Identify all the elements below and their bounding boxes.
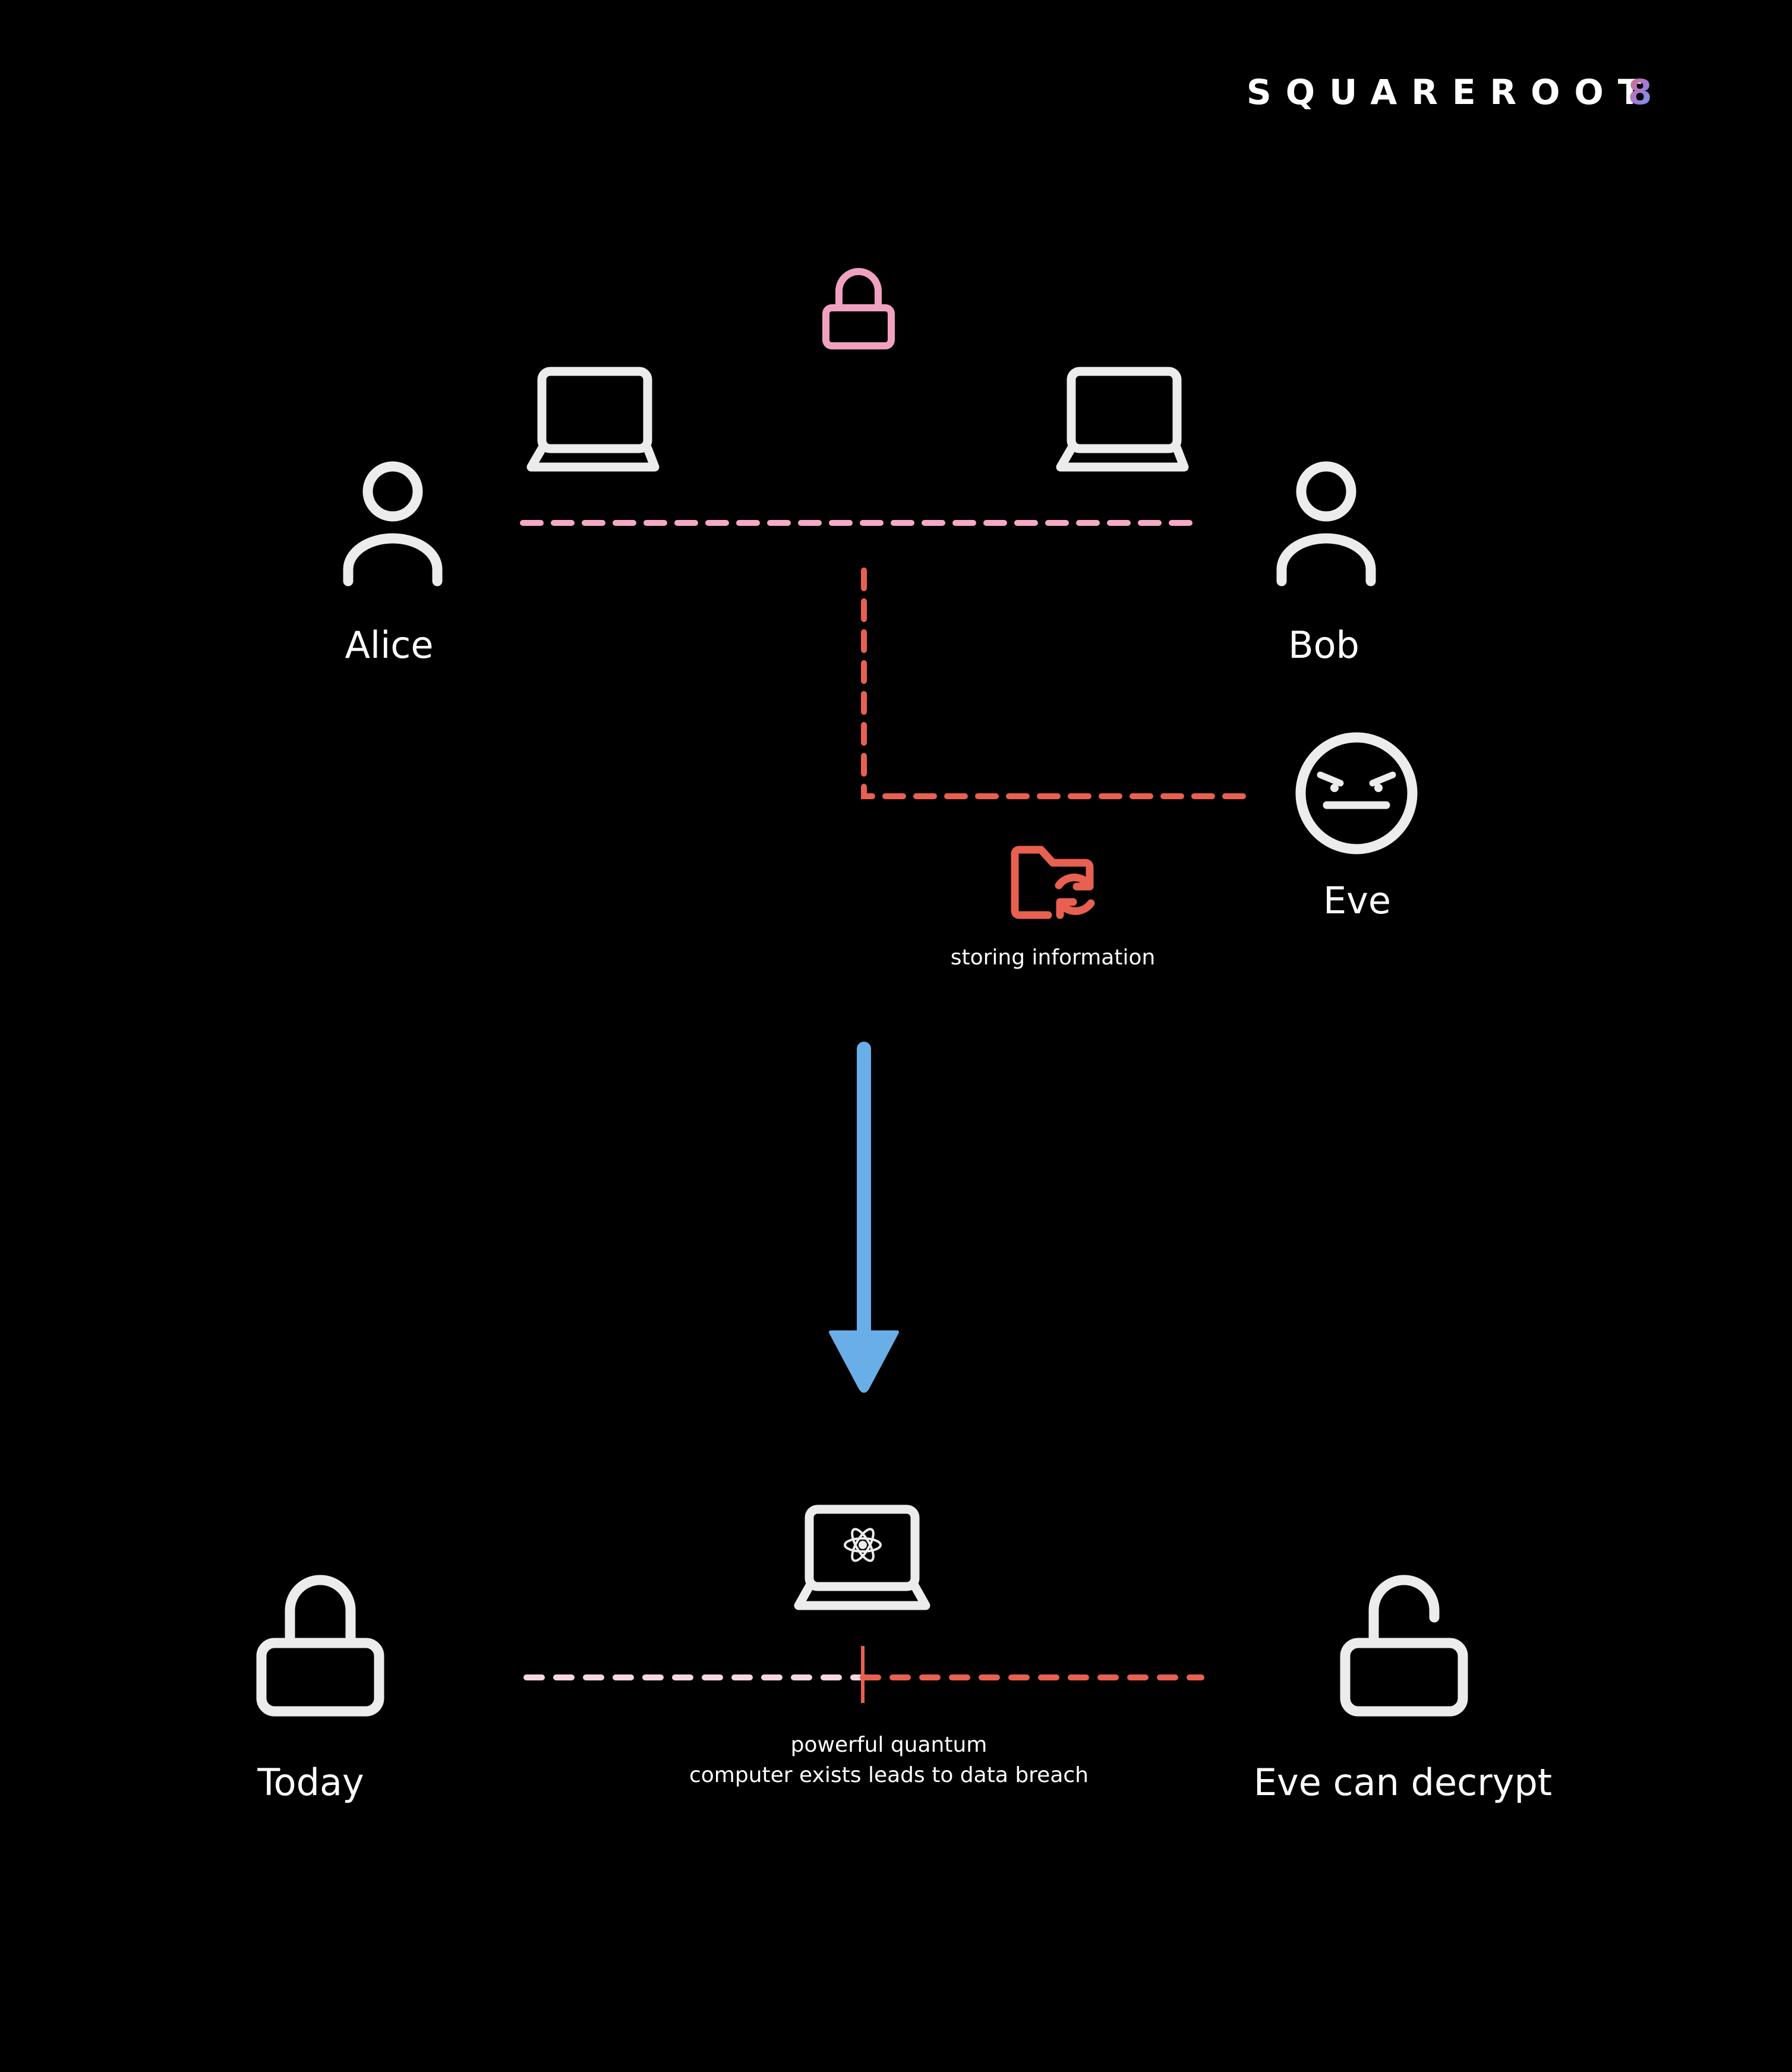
bob-label: Bob [1288, 623, 1359, 667]
today-label: Today [257, 1761, 364, 1804]
padlock-icon [822, 268, 895, 349]
eve-label: Eve [1323, 879, 1391, 922]
person-icon-bob [1276, 461, 1376, 586]
brand-logo: SQUAREROOT 8 [1247, 72, 1655, 112]
storing-caption: storing information [951, 945, 1156, 970]
padlock-open-icon [1340, 1575, 1468, 1717]
person-icon-alice [343, 461, 443, 586]
laptop-icon-bob [1056, 367, 1189, 472]
brand-name: SQUAREROOT [1247, 72, 1655, 112]
quantum-caption-line2: computer exists leads to data breach [689, 1763, 1089, 1787]
brand-suffix: 8 [1628, 72, 1652, 112]
eve-decrypt-label: Eve can decrypt [1254, 1761, 1552, 1804]
folder-sync-icon [1011, 846, 1095, 919]
arrow-down-icon [829, 1042, 899, 1393]
alice-label: Alice [345, 623, 433, 667]
quantum-laptop-icon [794, 1505, 930, 1610]
quantum-caption-line1: powerful quantum [791, 1733, 988, 1757]
laptop-icon-alice [526, 367, 660, 472]
eavesdrop-line [861, 567, 1257, 799]
atom-icon [844, 1528, 882, 1562]
angry-face-icon [1295, 732, 1418, 854]
padlock-closed-icon [256, 1575, 384, 1717]
